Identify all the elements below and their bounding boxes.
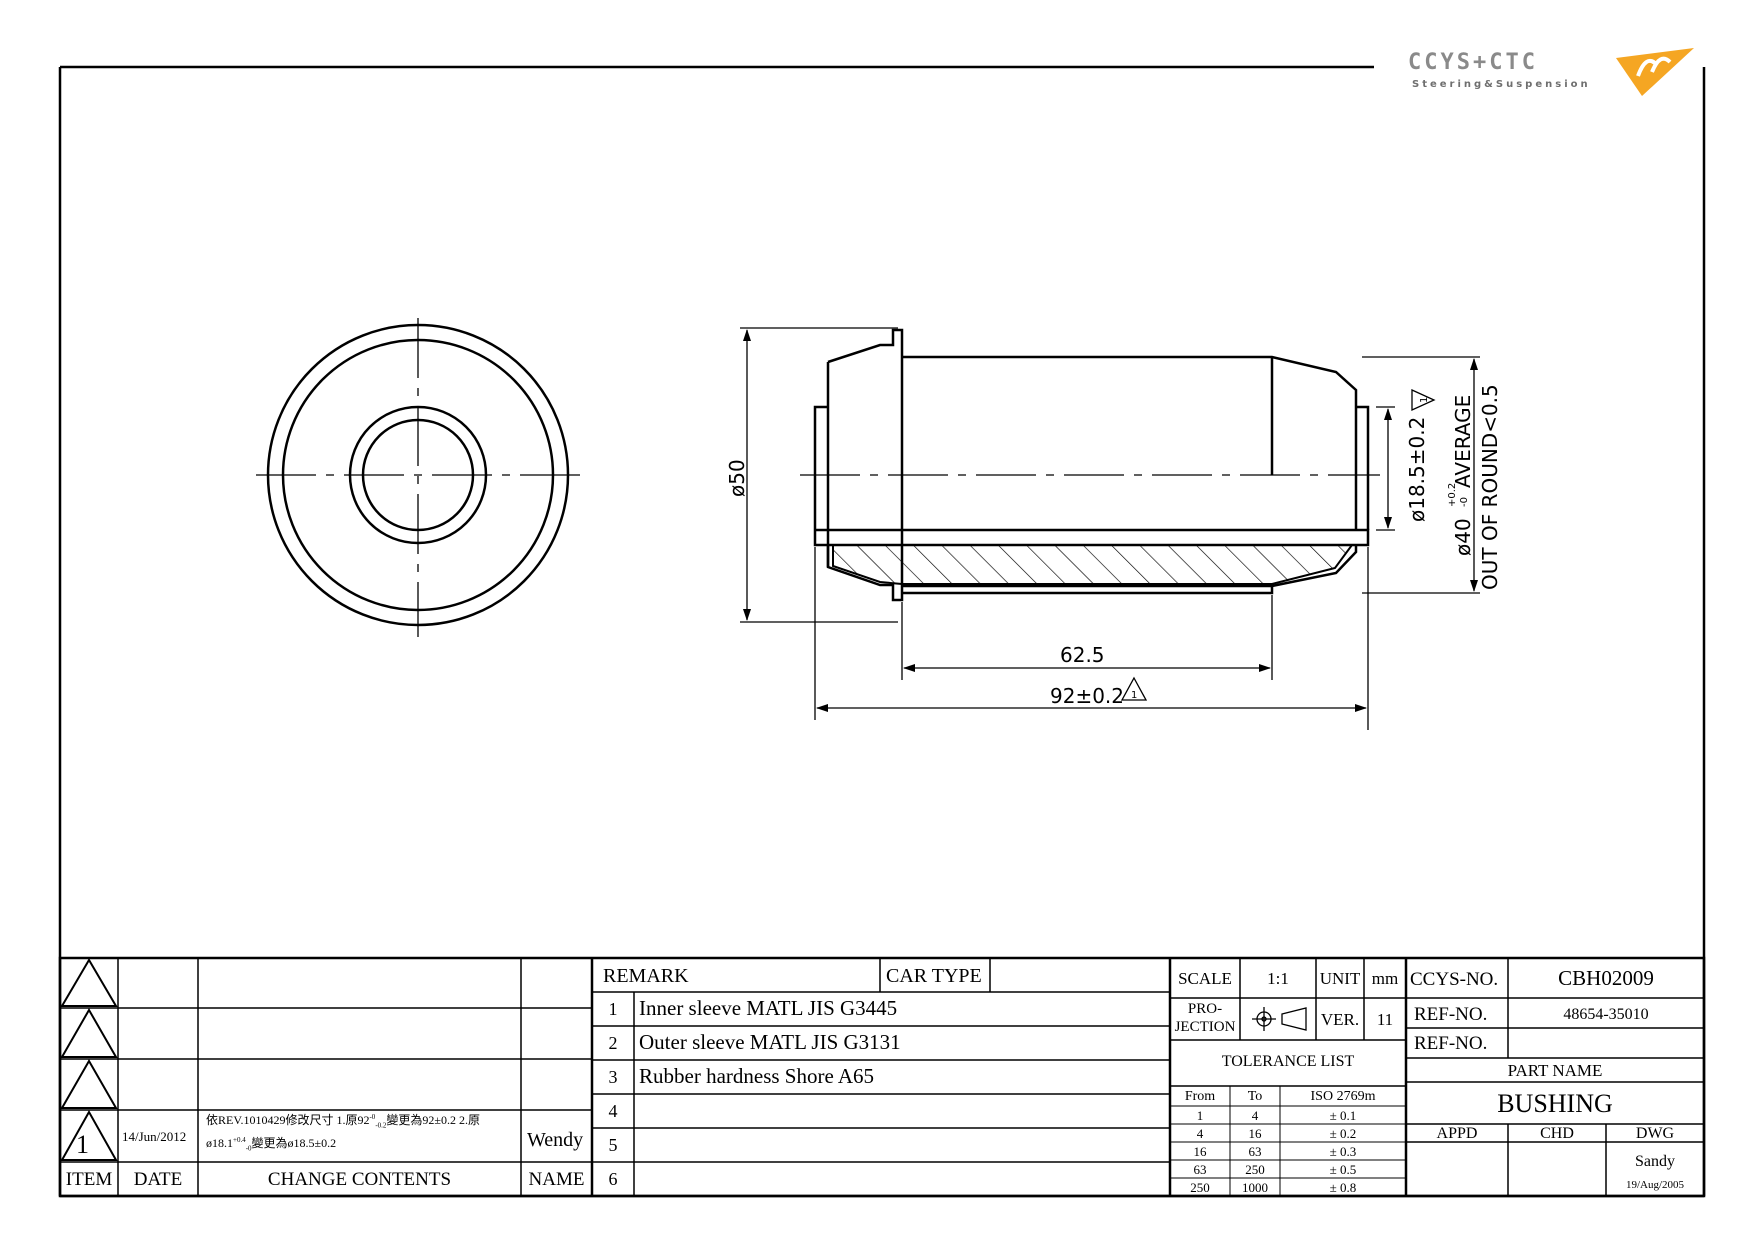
dwg-label: DWG [1635,1125,1675,1142]
tolerance-header-to: To [1247,1089,1263,1104]
scale-value: 1:1 [1267,969,1289,988]
tolerance-value: ± 0.8 [1329,1180,1357,1195]
logo-tagline: Steering&Suspension [1412,79,1591,90]
chd-label: CHD [1540,1125,1574,1142]
tolerance-from: 4 [1196,1126,1204,1141]
dim-inner-length: 62.5 [1060,643,1105,667]
revision-name: Wendy [527,1129,584,1151]
dim-out-of-round: OUT OF ROUND<0.5 [1478,384,1502,590]
dim-average-label: AVERAGE [1451,395,1475,488]
dim-outer-diameter: ø50 [725,459,749,497]
part-name-label: PART NAME [1507,1061,1603,1080]
part-name-value: BUSHING [1497,1089,1613,1118]
car-type-label: CAR TYPE [886,965,982,987]
tolerance-from: 16 [1193,1144,1207,1159]
tolerance-value: ± 0.3 [1329,1144,1357,1159]
remark-no: 3 [608,1067,618,1087]
logo-mark-icon [1616,48,1694,96]
tolerance-value: ± 0.1 [1329,1108,1357,1123]
tolerance-from: 63 [1193,1162,1207,1177]
header-name: NAME [528,1169,585,1190]
header-item: ITEM [65,1169,113,1190]
unit-label: UNIT [1319,969,1361,988]
dim-average-tol-upper: +0.2 [1447,483,1458,507]
revision-content-text-2: ø18.1 [206,1136,233,1150]
remark-text: Rubber hardness Shore A65 [639,1064,875,1088]
dim-overall-length: 92±0.2 [1050,684,1124,708]
dimension-lines [740,327,1480,730]
tolerance-value: ± 0.2 [1329,1126,1357,1141]
revision-tol2-upper: +0.4 [233,1136,246,1144]
tolerance-title: TOLERANCE LIST [1221,1053,1355,1070]
remark-no: 5 [608,1135,618,1155]
end-view [256,318,580,637]
remark-no: 4 [608,1101,618,1121]
tolerance-from: 1 [1196,1108,1204,1123]
header-change-contents: CHANGE CONTENTS [267,1169,452,1190]
dim-revision-mark-2: 1 [1131,690,1137,701]
revision-triangles [60,958,118,1161]
tolerance-to: 63 [1248,1144,1262,1159]
tolerance-to: 4 [1251,1108,1259,1123]
scale-label: SCALE [1178,969,1232,988]
revision-callout-icons [1120,388,1436,701]
tolerance-value: ± 0.5 [1329,1162,1357,1177]
revision-date: 14/Jun/2012 [122,1129,187,1144]
revision-tol2-lower: -0 [245,1144,252,1153]
company-logo: CCYS+CTC Steering&Suspension [1408,48,1698,108]
revision-content-tail-1: 變更為92±0.2 2.原 [386,1113,480,1127]
revision-content-tail-2: 變更為ø18.5±0.2 [251,1136,337,1150]
remark-no: 2 [608,1033,618,1053]
dim-inner-diameter: ø18.5±0.2 [1405,417,1429,522]
ver-value: 11 [1376,1010,1394,1029]
dwg-date: 19/Aug/2005 [1625,1179,1685,1191]
remark-no: 1 [608,999,618,1019]
tolerance-from: 250 [1190,1180,1210,1195]
remark-label: REMARK [603,965,689,987]
revision-triangle-icon [1120,676,1148,701]
revision-triangle-icon [1411,388,1436,412]
projection-label-1: PRO- [1187,1001,1223,1017]
header-date: DATE [133,1169,183,1190]
ref-no-2-label: REF-NO. [1414,1033,1488,1054]
dim-average-tol-lower: -0 [1459,497,1470,507]
tolerance-to: 250 [1245,1162,1265,1177]
ref-no-label: REF-NO. [1414,1004,1488,1025]
logo-brand-text: CCYS+CTC [1408,50,1538,75]
revision-tol1-lower: -0.2 [375,1121,387,1130]
tolerance-header-std: ISO 2769m [1310,1089,1376,1104]
side-view [800,328,1380,602]
revision-item: 1 [76,1130,89,1159]
ref-no-value: 48654-35010 [1563,1006,1649,1023]
tolerance-to: 16 [1248,1126,1262,1141]
title-block-grid [58,956,1706,1198]
ver-label: VER. [1320,1010,1360,1029]
ccys-no-label: CCYS-NO. [1410,969,1499,990]
dwg-name: Sandy [1635,1153,1675,1170]
remark-text: Inner sleeve MATL JIS G3445 [639,996,898,1020]
revision-content-text-1: 依REV.1010429修改尺寸 1.原92 [206,1113,370,1127]
projection-symbol-icon [1252,1007,1307,1031]
unit-value: mm [1371,969,1399,988]
remark-text: Outer sleeve MATL JIS G3131 [639,1030,901,1054]
tolerance-header-from: From [1184,1089,1216,1104]
revision-content-line-1: 依REV.1010429修改尺寸 1.原92-0-0.2變更為92±0.2 2.… [206,1114,480,1129]
dim-revision-mark-1: 1 [1419,397,1430,403]
tolerance-to: 1000 [1242,1180,1268,1195]
remark-no: 6 [608,1169,618,1189]
appd-label: APPD [1436,1125,1478,1142]
ccys-no-value: CBH02009 [1558,966,1654,990]
dim-average-diameter: ø40 [1451,518,1475,556]
projection-label-2: JECTION [1174,1019,1236,1035]
revision-tol1-upper: -0 [369,1113,376,1121]
revision-content-line-2: ø18.1+0.4-0變更為ø18.5±0.2 [206,1137,336,1152]
